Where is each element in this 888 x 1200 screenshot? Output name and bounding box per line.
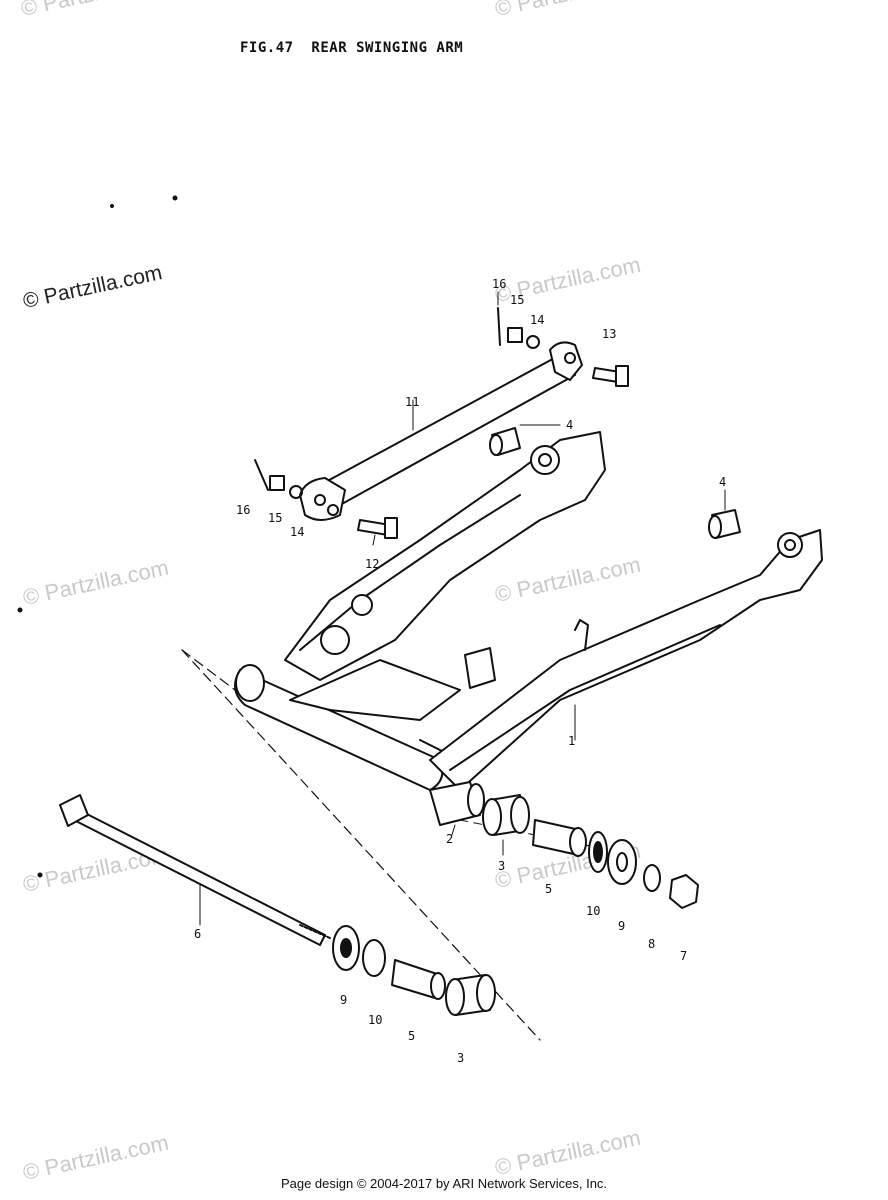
callout-5: 5 (408, 1029, 415, 1043)
figure-title: FIG.47 REAR SWINGING ARM (240, 40, 464, 56)
swing-arm-right-leg (429, 529, 823, 791)
torque-link-rod (299, 341, 583, 521)
washer-14-top (526, 335, 540, 349)
callout-9: 9 (340, 993, 347, 1007)
callout-5: 5 (545, 882, 552, 896)
nut-15-top (507, 327, 523, 343)
callout-15: 15 (510, 293, 524, 307)
washer-8 (643, 864, 661, 892)
bushing-4-left (489, 427, 521, 456)
callout-10: 10 (586, 904, 600, 918)
seal-10-left (362, 939, 386, 977)
bolt-12 (357, 517, 398, 539)
swing-arm-bracket (464, 647, 496, 689)
callout-7: 7 (680, 949, 687, 963)
nut-15-left (269, 475, 285, 491)
callout-14: 14 (530, 313, 544, 327)
cotter-pin-16-top (497, 307, 501, 346)
callout-16: 16 (236, 503, 250, 517)
callout-13: 13 (602, 327, 616, 341)
callout-15: 15 (268, 511, 282, 525)
seal-10-right (588, 831, 608, 873)
swing-arm-cross-brace (289, 659, 461, 721)
callout-12: 12 (365, 557, 379, 571)
bushing-4-right (708, 509, 741, 539)
callout-4: 4 (719, 475, 726, 489)
swing-arm-left-leg (284, 431, 606, 681)
washer-14-left (289, 485, 303, 499)
cotter-pin-16-left (254, 459, 269, 491)
bushing-2-right (429, 781, 485, 826)
washer-9-right (607, 839, 637, 885)
callout-2: 2 (446, 832, 453, 846)
washer-9-left (332, 925, 360, 971)
callout-6: 6 (194, 927, 201, 941)
nut-7 (669, 874, 699, 909)
needle-bearing-3-left (445, 974, 496, 1016)
callout-1: 1 (568, 734, 575, 748)
spacer-5-left (391, 959, 446, 1000)
callout-16: 16 (492, 277, 506, 291)
callout-11: 11 (405, 395, 419, 409)
assembly-guide-line (181, 649, 236, 691)
pivot-bolt-6 (59, 794, 331, 946)
callout-3: 3 (498, 859, 505, 873)
callout-14: 14 (290, 525, 304, 539)
callout-4: 4 (566, 418, 573, 432)
footer-copyright: Page design © 2004-2017 by ARI Network S… (280, 1176, 608, 1191)
callout-10: 10 (368, 1013, 382, 1027)
spacer-5-right (532, 819, 587, 857)
needle-bearing-3-right (482, 794, 530, 836)
callout-9: 9 (618, 919, 625, 933)
callout-8: 8 (648, 937, 655, 951)
bolt-13 (592, 365, 629, 387)
callout-3: 3 (457, 1051, 464, 1065)
